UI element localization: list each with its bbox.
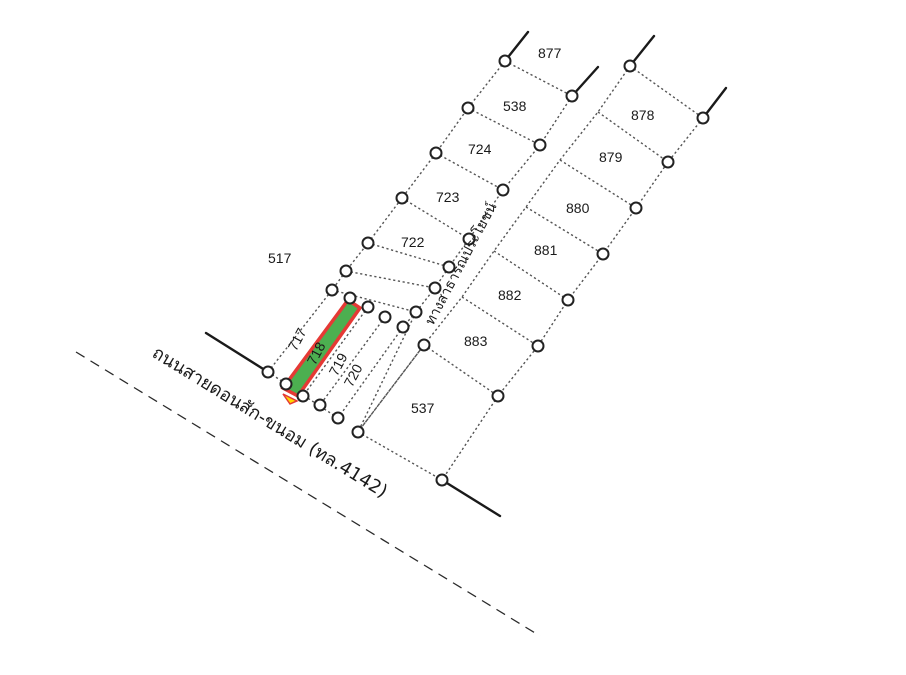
frontage-lines [204, 30, 728, 518]
plot-label-723: 723 [436, 189, 460, 205]
plot-label-877: 877 [538, 45, 562, 61]
plot-label-882: 882 [498, 287, 522, 303]
plot-marker [282, 393, 299, 405]
plot-label-717: 717 [285, 325, 310, 353]
public-lane-label: ทางสาธารณประโยชน์ [422, 199, 501, 327]
plot-label-883: 883 [464, 333, 488, 349]
plot-label-538: 538 [503, 98, 527, 114]
plot-label-537: 537 [411, 400, 435, 416]
plot-label-878: 878 [631, 107, 655, 123]
plot-label-517: 517 [268, 250, 292, 266]
right-block-boundaries [357, 65, 704, 481]
survey-pins [261, 54, 710, 487]
road-edge-line [75, 351, 541, 637]
frontage-line-left [204, 331, 270, 374]
frontage-line-right [440, 478, 502, 518]
plot-label-880: 880 [566, 200, 590, 216]
plot-label-881: 881 [534, 242, 558, 258]
plot-label-724: 724 [468, 141, 492, 157]
plot-labels: 877 538 878 724 879 723 880 722 881 517 … [268, 45, 655, 416]
plot-label-879: 879 [599, 149, 623, 165]
plot-label-722: 722 [401, 234, 425, 250]
